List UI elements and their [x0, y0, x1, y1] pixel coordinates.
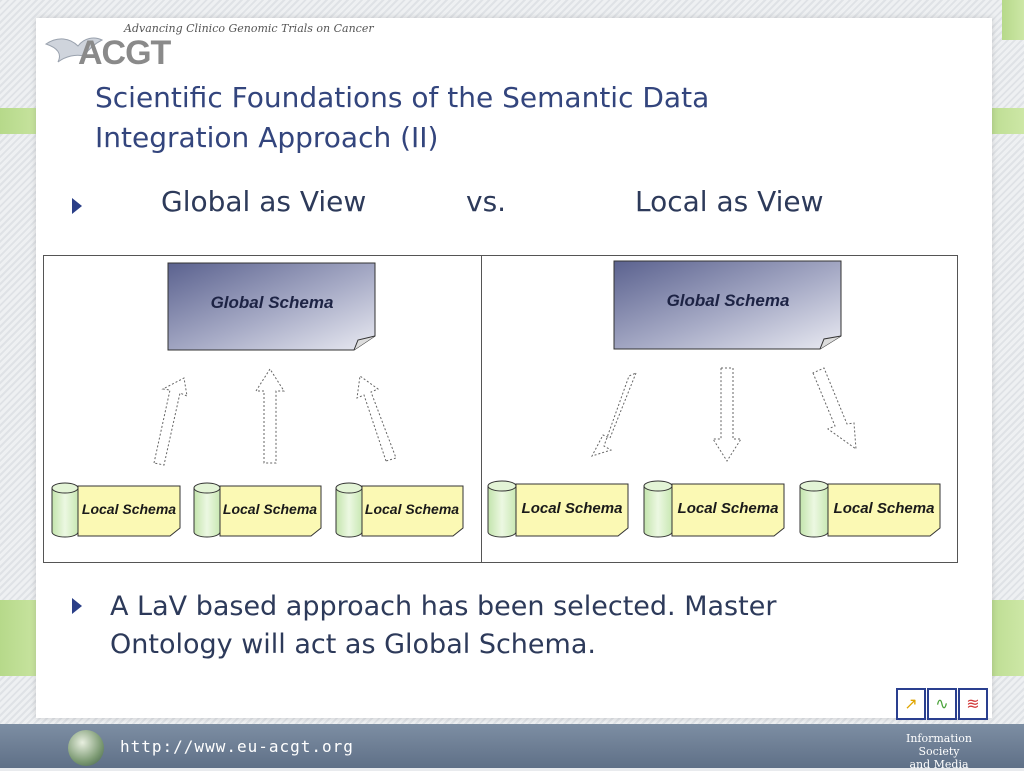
lav-global-label: Global Schema — [667, 291, 790, 310]
lav-arrow-left — [590, 372, 637, 457]
wave-logo-icon: ∿ — [927, 688, 957, 720]
vs-label: vs. — [466, 185, 507, 218]
lav-local-schema-3: Local Schema — [799, 480, 941, 538]
globe-icon — [68, 730, 104, 766]
title-line-1: Scientific Foundations of the Semantic D… — [95, 81, 710, 114]
acgt-logo — [44, 18, 384, 78]
footer-bar — [0, 724, 1024, 768]
lav-local-label-1: Local Schema — [522, 500, 623, 517]
slide-title: Scientific Foundations of the Semantic D… — [95, 78, 855, 158]
diagram-divider — [481, 256, 482, 562]
lav-arrows — [590, 367, 857, 462]
gav-local-label-3: Local Schema — [365, 501, 459, 517]
gav-lav-diagram: Global Schema Global Schema — [43, 255, 958, 563]
ist-caption: Information Society and Media — [884, 732, 994, 771]
gav-local-schema-3: Local Schema — [335, 482, 464, 538]
accent-bar-right-upper — [1002, 0, 1024, 40]
lav-arrow-center — [712, 367, 742, 462]
footer-url[interactable]: http://www.eu-acgt.org — [120, 737, 354, 756]
logo-wordmark: ACGT — [78, 34, 171, 72]
lav-arrow-right — [812, 367, 857, 451]
gav-arrows — [153, 368, 397, 466]
lav-local-schemas: Local Schema Local Schema Local Schema — [487, 480, 941, 538]
gav-local-schema-1: Local Schema — [51, 482, 181, 538]
gav-local-schemas: Local Schema Local Schema Local Schema — [51, 482, 464, 538]
bullet-icon — [72, 598, 82, 614]
title-line-2: Integration Approach (II) — [95, 121, 439, 154]
arrow-logo-icon: ↗ — [896, 688, 926, 720]
bird-icon — [44, 37, 104, 63]
lav-local-label-2: Local Schema — [678, 500, 779, 517]
ist-caption-line-1: Information Society — [905, 732, 973, 758]
gav-global-label: Global Schema — [211, 293, 334, 312]
gav-local-label-2: Local Schema — [223, 501, 317, 517]
gav-local-label-1: Local Schema — [82, 501, 176, 517]
lav-local-label-3: Local Schema — [834, 500, 935, 517]
gav-global-schema: Global Schema — [167, 262, 376, 351]
logo-tagline: Advancing Clinico Genomic Trials on Canc… — [124, 22, 374, 35]
ist-caption-line-2: and Media — [909, 758, 969, 771]
lav-label: Local as View — [635, 185, 824, 218]
conclusion-line-2: Ontology will act as Global Schema. — [110, 629, 596, 660]
lines-logo-icon: ≋ — [958, 688, 988, 720]
gav-arrow-right — [356, 375, 397, 462]
lav-local-schema-2: Local Schema — [643, 480, 785, 538]
ist-logos: ↗ ∿ ≋ — [896, 688, 988, 720]
gav-label: Global as View — [161, 185, 367, 218]
gav-arrow-left — [153, 377, 188, 466]
diagram-svg: Global Schema Global Schema — [51, 260, 941, 538]
conclusion-line-1: A LaV based approach has been selected. … — [110, 591, 777, 622]
gav-local-schema-2: Local Schema — [193, 482, 322, 538]
bullet-icon — [72, 198, 82, 214]
conclusion-text: A LaV based approach has been selected. … — [110, 588, 910, 664]
lav-local-schema-1: Local Schema — [487, 480, 629, 538]
gav-arrow-center — [255, 368, 285, 464]
lav-global-schema: Global Schema — [613, 260, 842, 350]
